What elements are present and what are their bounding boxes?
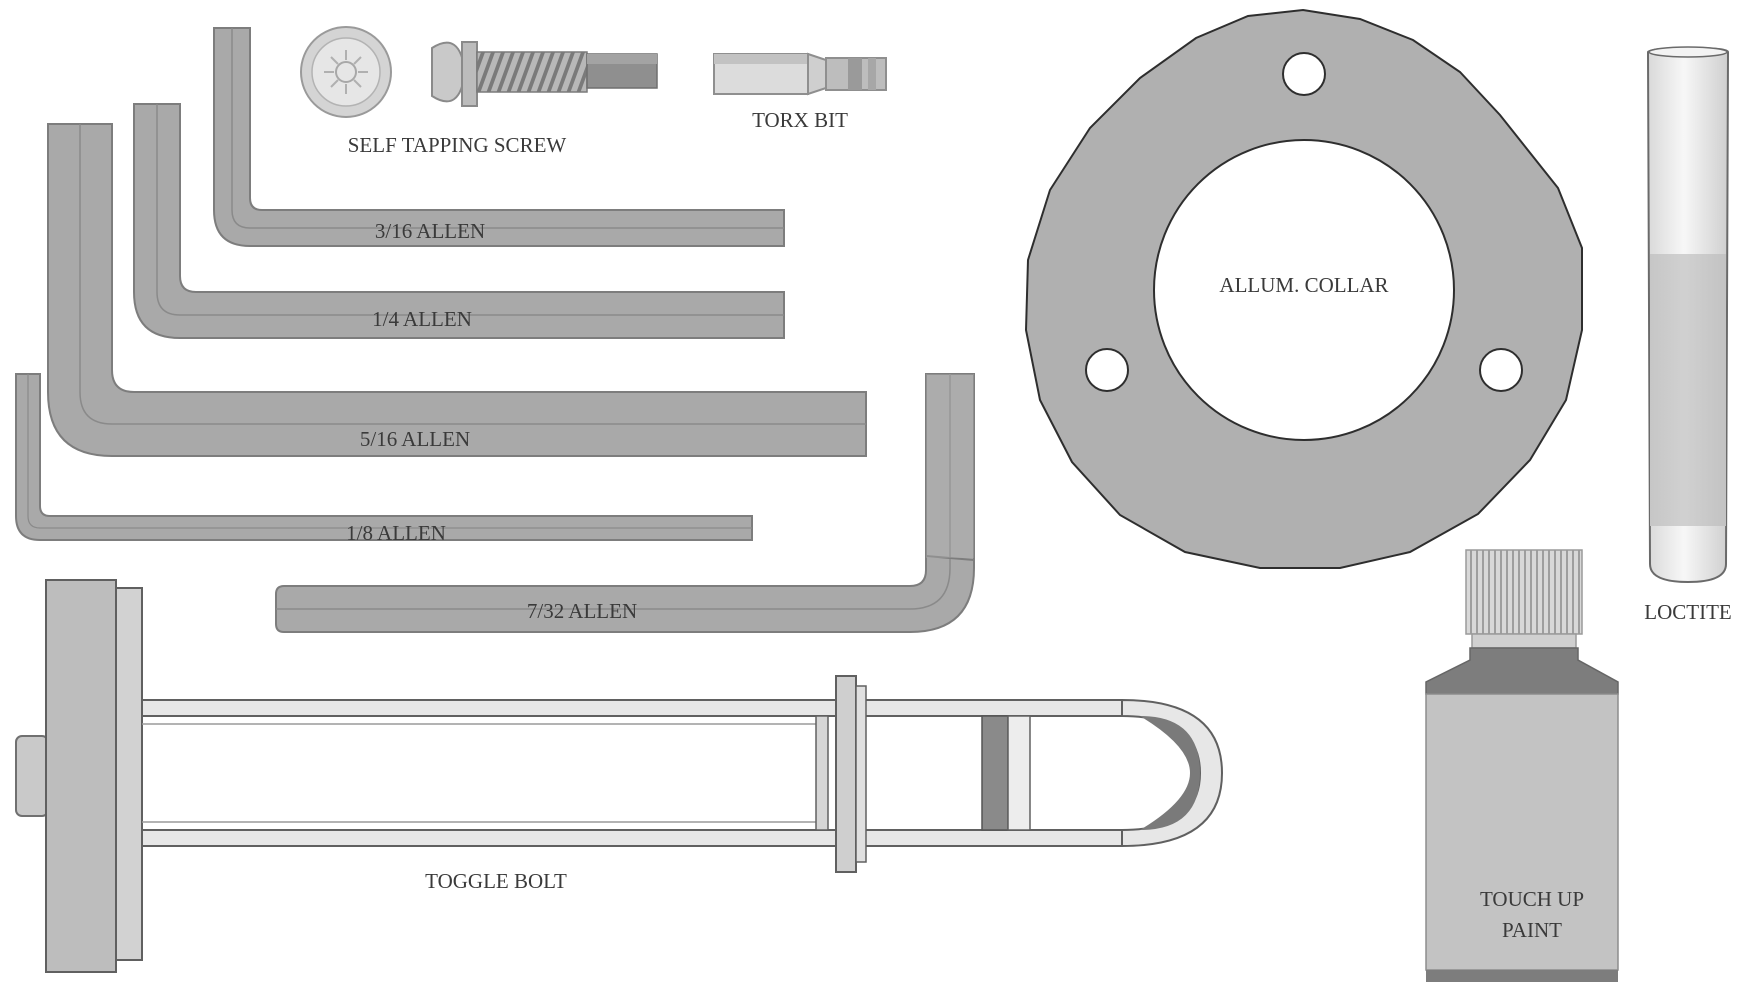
touch-up-paint-label-line2: PAINT — [1502, 918, 1562, 942]
toggle-bolt-rail-bottom — [141, 829, 1123, 847]
self-tapping-screw: SELF TAPPING SCREW — [300, 26, 658, 157]
allen-3-16-label: 3/16 ALLEN — [375, 219, 485, 243]
allen-wrench-7-32: 7/32 ALLEN — [275, 373, 975, 633]
torx-bit: TORX BIT — [713, 52, 887, 132]
toggle-bolt-rail-top — [141, 699, 1123, 717]
collar-inner-hole — [1153, 139, 1455, 441]
toggle-bolt: TOGGLE BOLT — [15, 579, 1224, 973]
loctite-tube: LOCTITE — [1644, 46, 1732, 624]
allen-5-16-label: 5/16 ALLEN — [360, 427, 470, 451]
allen-wrench-1-4: 1/4 ALLEN — [133, 103, 785, 339]
touch-up-paint-label-line1: TOUCH UP — [1480, 887, 1584, 911]
toggle-bolt-nub — [15, 735, 49, 817]
toggle-bolt-head-plate — [45, 579, 117, 973]
allum-collar: ALLUM. COLLAR — [1024, 8, 1583, 569]
paint-cap — [1465, 549, 1583, 635]
allen-1-4-label: 1/4 ALLEN — [372, 307, 472, 331]
toggle-bolt-washer — [835, 675, 857, 873]
touch-up-paint-bottle: TOUCH UP PAINT — [1425, 549, 1619, 982]
screw-side-view — [431, 41, 658, 107]
collar-bolt-hole-left — [1085, 348, 1129, 392]
allen-wrench-1-8: 1/8 ALLEN — [15, 373, 753, 545]
self-tapping-screw-label: SELF TAPPING SCREW — [348, 133, 567, 157]
screw-head-top-view — [300, 26, 392, 118]
allen-1-8-label: 1/8 ALLEN — [346, 521, 446, 545]
allen-wrench-5-16: 5/16 ALLEN — [47, 123, 867, 457]
torx-bit-label: TORX BIT — [752, 108, 848, 132]
loctite-label: LOCTITE — [1644, 600, 1731, 624]
allen-7-32-label: 7/32 ALLEN — [527, 599, 637, 623]
paint-body — [1425, 693, 1619, 971]
collar-bolt-hole-right — [1479, 348, 1523, 392]
allum-collar-label: ALLUM. COLLAR — [1219, 273, 1388, 297]
toggle-bolt-label: TOGGLE BOLT — [425, 869, 567, 893]
collar-bolt-hole-top — [1282, 52, 1326, 96]
allen-wrench-3-16: 3/16 ALLEN — [213, 27, 785, 247]
